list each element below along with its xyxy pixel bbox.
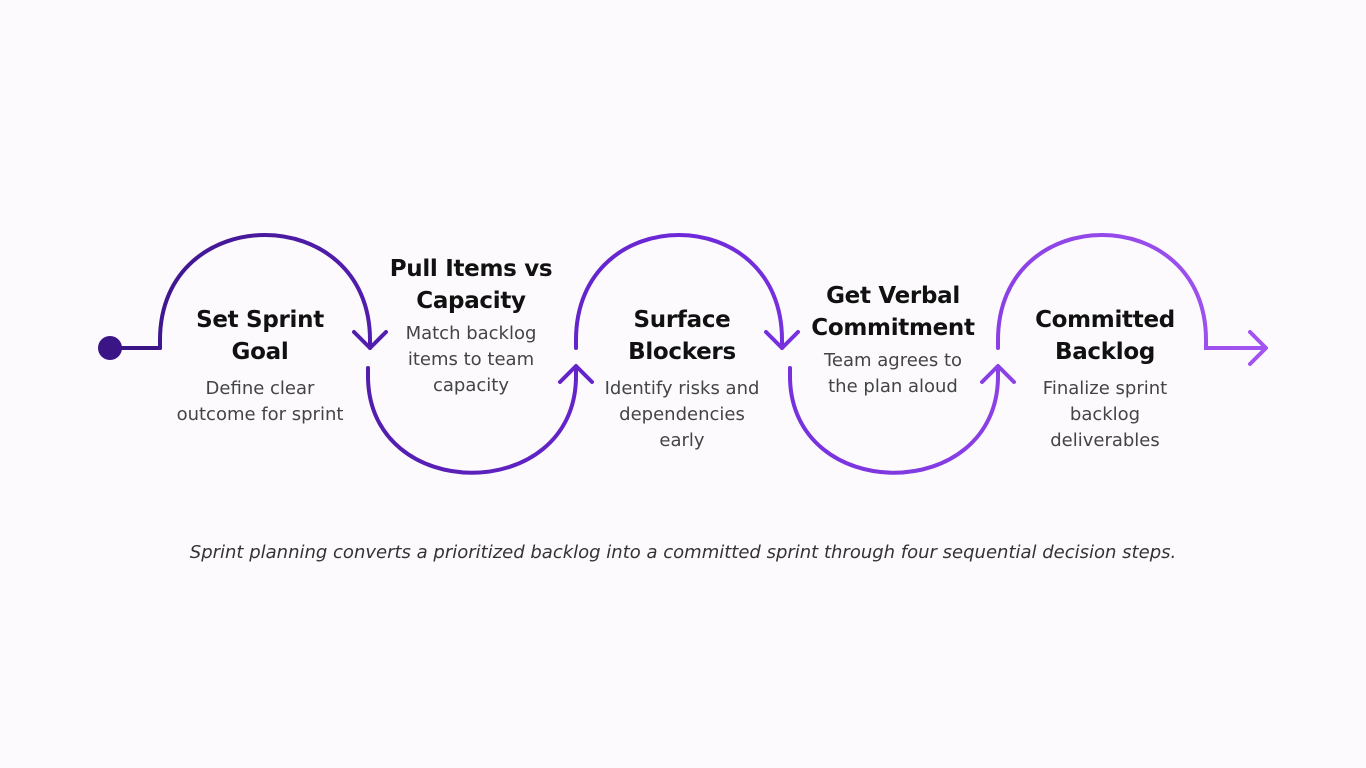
step-description: Team agrees to the plan aloud [790, 348, 996, 400]
step-title-line: Commitment [811, 315, 975, 341]
step-title-line: Backlog [1054, 339, 1156, 365]
step-4: Get Verbal Commitment Team agrees to the… [790, 280, 996, 400]
step-title: Committed Backlog [1004, 304, 1206, 368]
step-description: Define clear outcome for sprint [160, 376, 360, 428]
step-5: Committed Backlog Finalize sprint backlo… [1004, 304, 1206, 454]
step-desc-line: Team agrees to [823, 350, 963, 371]
step-title: Pull Items vs Capacity [371, 253, 571, 317]
flow-arc-4 [788, 366, 1000, 475]
arrowhead-up-2 [558, 364, 594, 384]
step-desc-line: Identify risks and [604, 378, 760, 399]
step-desc-line: Define clear [205, 378, 315, 399]
flow-arc-1 [158, 233, 372, 350]
step-3: Surface Blockers Identify risks and depe… [578, 304, 786, 454]
step-description: Match backlog items to team capacity [371, 321, 571, 399]
step-desc-line: Match backlog [405, 323, 537, 344]
arrowhead-down-3 [764, 330, 800, 350]
step-1: Set Sprint Goal Define clear outcome for… [160, 304, 360, 428]
step-title: Set Sprint Goal [160, 304, 360, 368]
step-title: Surface Blockers [578, 304, 786, 368]
step-desc-line: backlog [1069, 404, 1141, 425]
diagram-caption: Sprint planning converts a prioritized b… [189, 542, 1177, 563]
step-desc-line: early [659, 430, 705, 451]
step-desc-line: outcome for sprint [176, 404, 344, 425]
step-title-line: Goal [231, 339, 289, 365]
step-title: Get Verbal Commitment [790, 280, 996, 344]
flow-arc-2 [366, 366, 578, 475]
arrowhead-down-1 [352, 330, 388, 350]
step-desc-line: dependencies [619, 404, 745, 425]
step-title-line: Capacity [416, 288, 526, 314]
step-title-line: Committed [1035, 307, 1175, 333]
arrowhead-up-4 [980, 364, 1016, 384]
arrowhead-right-end [1248, 330, 1268, 366]
step-desc-line: deliverables [1050, 430, 1160, 451]
flow-arc-5 [996, 233, 1266, 350]
step-title-line: Get Verbal [826, 283, 960, 309]
step-description: Finalize sprint backlog deliverables [1004, 376, 1206, 454]
step-desc-line: Finalize sprint [1042, 378, 1168, 399]
step-desc-line: the plan aloud [828, 376, 958, 397]
step-desc-line: capacity [433, 375, 509, 396]
step-title-line: Blockers [628, 339, 736, 365]
step-title-line: Set Sprint [196, 307, 324, 333]
step-title-line: Pull Items vs [389, 256, 553, 282]
step-desc-line: items to team [407, 349, 535, 370]
step-description: Identify risks and dependencies early [578, 376, 786, 454]
step-title-line: Surface [633, 307, 731, 333]
step-2: Pull Items vs Capacity Match backlog ite… [371, 253, 571, 399]
flow-arc-3 [574, 233, 784, 350]
